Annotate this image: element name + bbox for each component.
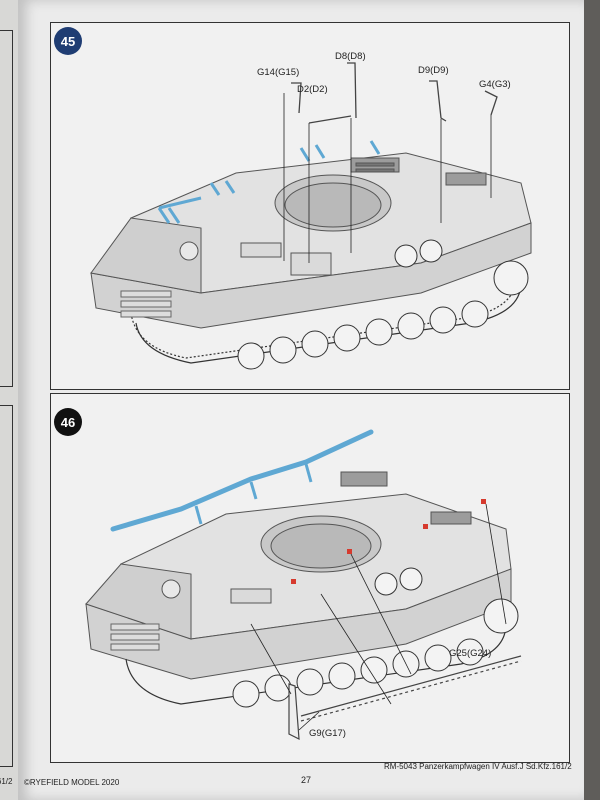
instruction-page: 45	[18, 0, 584, 800]
page-number: 27	[301, 775, 312, 785]
step-45-badge: 45	[54, 27, 82, 55]
step-46-illustration	[85, 429, 522, 741]
callout-g25: G25(G24)	[449, 648, 492, 659]
sprocket	[483, 598, 519, 634]
highlight-bracket-rear	[299, 140, 381, 162]
highlight-bracket-mid	[209, 180, 236, 196]
previous-page-panel-top	[0, 30, 13, 387]
callout-d8: D8(D8)	[335, 51, 366, 62]
callout-d2: D2(D2)	[297, 84, 328, 95]
step-46-panel: 46	[50, 393, 570, 763]
part-g4	[484, 90, 498, 116]
part-d8	[347, 62, 357, 119]
sprocket	[493, 260, 529, 296]
callout-g14: G14(G15)	[257, 67, 300, 78]
road-wheel	[232, 680, 260, 708]
track-lower	[125, 623, 507, 705]
previous-page-footer-code: kfz.161/2	[0, 777, 13, 786]
footer-brand: ©RYEFIELD MODEL 2020	[24, 778, 120, 787]
callout-g9: G9(G17)	[309, 728, 346, 739]
step-46-badge: 46	[54, 408, 82, 436]
highlight-bracket-front	[157, 196, 202, 224]
step-46-number: 46	[60, 414, 76, 430]
red-marker	[347, 549, 352, 554]
previous-page-edge: kfz.161/2	[0, 0, 18, 800]
part-g9	[288, 683, 300, 741]
road-wheel	[237, 342, 265, 370]
callout-g4: G4(G3)	[479, 79, 511, 90]
part-d9	[429, 80, 447, 122]
step-45-panel: 45	[50, 22, 570, 390]
step-45-illustration	[90, 62, 532, 370]
footer-product: RM-5043 Panzerkampfwagen IV Ausf.J Sd.Kf…	[384, 762, 572, 771]
part-g25	[300, 655, 522, 717]
track-lower	[135, 282, 522, 364]
step-45-number: 45	[60, 33, 76, 49]
highlight-rail	[110, 429, 374, 532]
previous-page-panel-bottom	[0, 405, 13, 767]
part-d2	[308, 115, 352, 124]
front-plate	[90, 217, 202, 294]
part-g14	[291, 82, 302, 114]
callout-d9: D9(D9)	[418, 65, 449, 76]
